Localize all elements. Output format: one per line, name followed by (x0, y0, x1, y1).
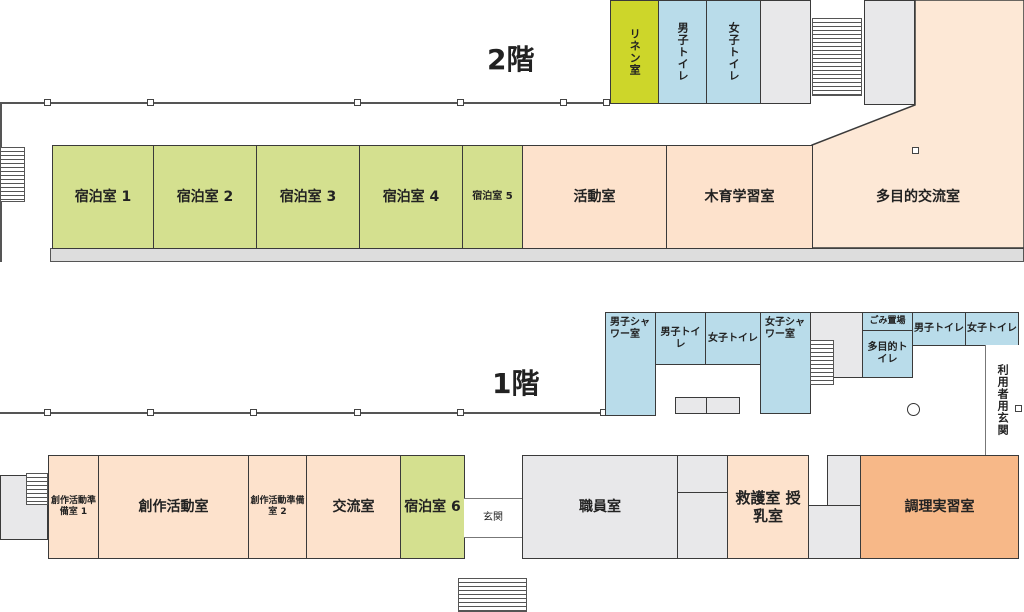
corridor-wall (0, 412, 605, 414)
service-area (864, 0, 915, 105)
pillar (457, 409, 464, 416)
room-women-toilet: 女子トイレ (706, 0, 761, 104)
pillar (457, 99, 464, 106)
room-men-shower: 男子シャワー室 (605, 312, 656, 416)
stairs (812, 18, 862, 96)
room-multipurpose-toilet: 多目的トイレ (862, 330, 913, 378)
room-women-toilet-2: 女子トイレ (965, 312, 1019, 346)
room-cooking: 調理実習室 (860, 455, 1019, 559)
floor-1-label: 1階 (492, 367, 540, 400)
floor-2-label: 2階 (487, 43, 535, 76)
room-garbage: ごみ置場 (862, 312, 913, 331)
pillar (560, 99, 567, 106)
room-men-toilet-2: 男子トイレ (912, 312, 966, 346)
pillar (1015, 405, 1022, 412)
counter (675, 397, 707, 414)
room-women-toilet: 女子トイレ (705, 312, 761, 365)
room-first-aid-nursing: 救護室 授乳室 (727, 455, 809, 559)
room-creative-prep-2: 創作活動準備室 2 (248, 455, 307, 559)
room-creative-prep-1: 創作活動準備室 1 (48, 455, 99, 559)
pillar (44, 99, 51, 106)
stairs (810, 340, 834, 385)
room-lodging-5: 宿泊室 5 (462, 145, 523, 249)
stairs (26, 473, 48, 505)
room-multipurpose: 多目的交流室 (876, 188, 960, 205)
room-men-toilet: 男子トイレ (655, 312, 706, 365)
room-lodging-2: 宿泊室 2 (153, 145, 257, 249)
service-area (677, 492, 728, 559)
pillar (912, 147, 919, 154)
room-activity: 活動室 (522, 145, 667, 249)
counter (706, 397, 740, 414)
pillar (354, 409, 361, 416)
room-lodging-6: 宿泊室 6 (400, 455, 465, 559)
service-area (677, 455, 728, 493)
room-wood-learning: 木育学習室 (666, 145, 813, 249)
stairs (458, 578, 527, 612)
pillar (44, 409, 51, 416)
room-lodging-4: 宿泊室 4 (359, 145, 463, 249)
room-linen: リネン室 (610, 0, 659, 104)
pillar-round (907, 403, 920, 416)
pillar (147, 409, 154, 416)
corridor-wall (0, 102, 610, 104)
room-staff: 職員室 (522, 455, 678, 559)
pillar (354, 99, 361, 106)
room-lodging-3: 宿泊室 3 (256, 145, 360, 249)
pillar (603, 99, 610, 106)
service-area (760, 0, 811, 104)
pillar (250, 409, 257, 416)
room-exchange: 交流室 (306, 455, 401, 559)
room-women-shower: 女子シャワー室 (760, 312, 811, 414)
room-lodging-1: 宿泊室 1 (52, 145, 154, 249)
room-creative: 創作活動室 (98, 455, 249, 559)
stairs (0, 147, 25, 202)
service-area (808, 505, 861, 559)
room-men-toilet: 男子トイレ (658, 0, 707, 104)
user-entrance: 利用者用玄関 (985, 345, 1019, 455)
entrance: 玄関 (464, 498, 522, 538)
service-area (827, 455, 861, 506)
pillar (147, 99, 154, 106)
